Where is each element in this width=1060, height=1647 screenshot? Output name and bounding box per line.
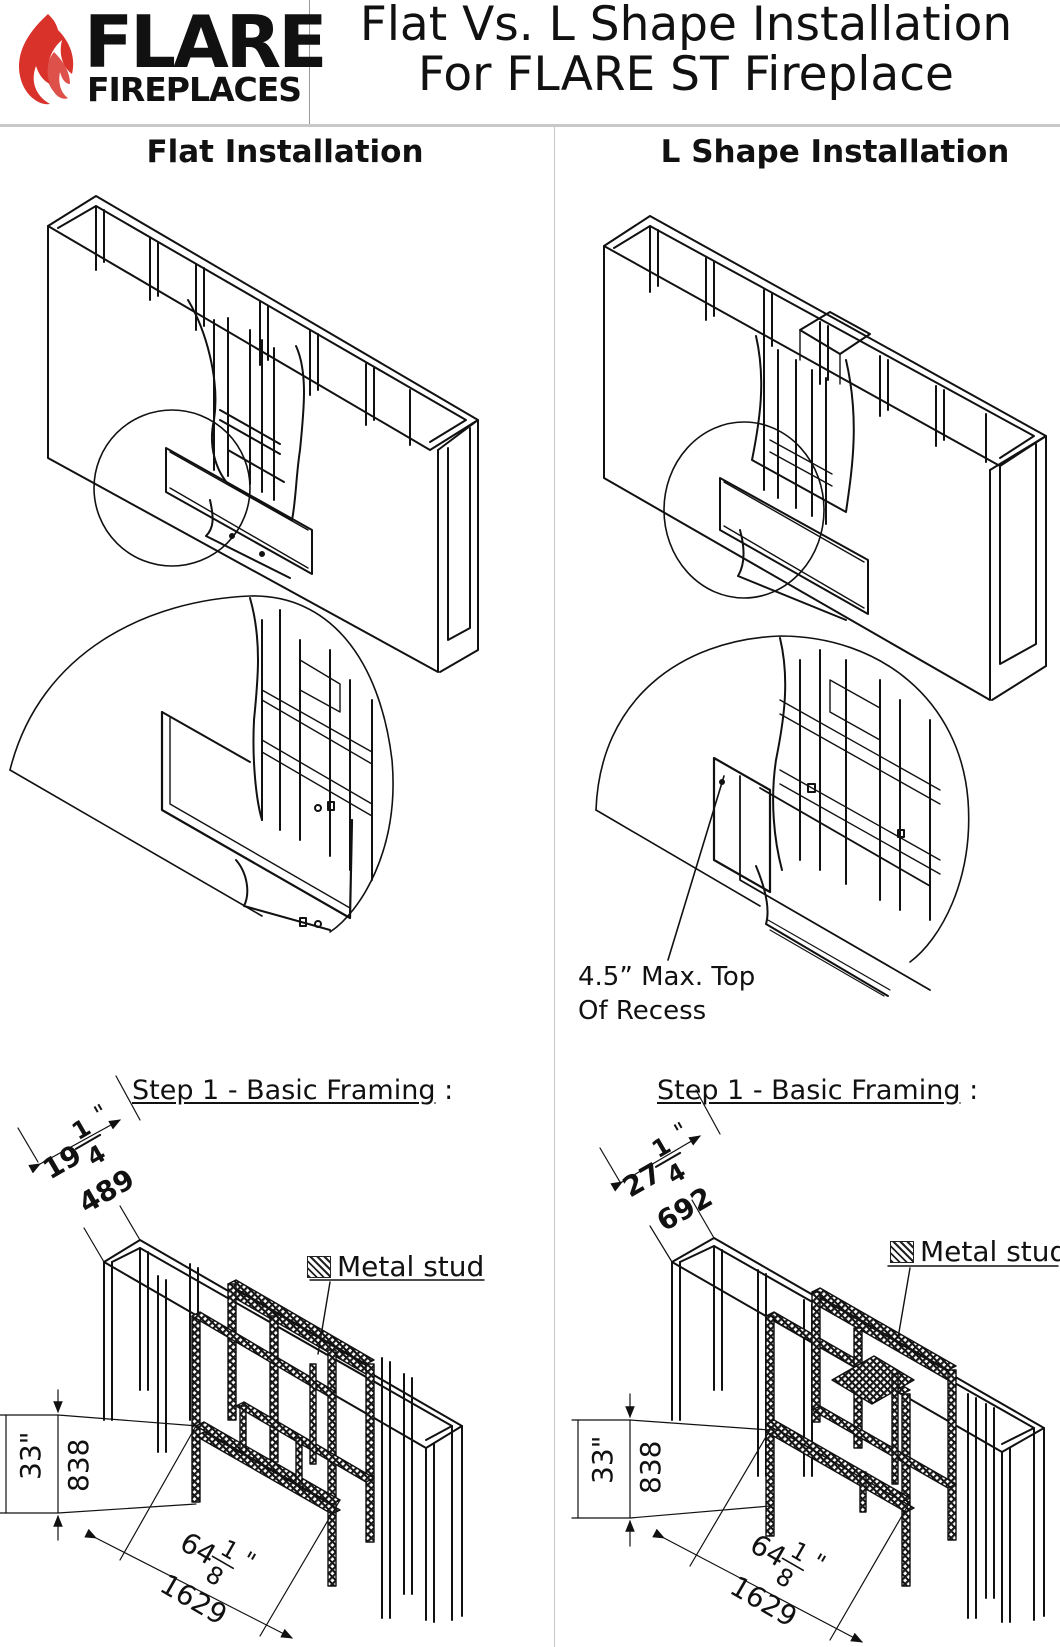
- l-shape-step-suffix: :: [960, 1075, 979, 1106]
- recess-note-line-2: Of Recess: [578, 996, 707, 1026]
- flat-depth-mm: 489: [73, 1162, 140, 1220]
- header-divider: [0, 124, 1060, 127]
- l-shape-step-label: Step 1 - Basic Framing :: [657, 1075, 978, 1106]
- flat-metal-stud-label: Metal stud: [307, 1250, 484, 1283]
- logo-wordmark: FLARE: [84, 0, 327, 84]
- l-height-mm: 838: [634, 1441, 667, 1494]
- l-width-inch-unit: ": [807, 1548, 831, 1578]
- header-bar: FLARE FIREPLACES Flat Vs. L Shape Instal…: [0, 0, 1060, 127]
- l-depth-mm: 692: [651, 1180, 718, 1238]
- l-shape-metal-stud-label: Metal stud: [890, 1235, 1060, 1268]
- l-shape-installation-heading: L Shape Installation: [660, 134, 1010, 170]
- flat-installation-heading: Flat Installation: [146, 134, 424, 170]
- flat-height-inch: 33": [14, 1431, 47, 1480]
- l-shape-framing-diagram: [571, 1089, 1059, 1643]
- flame-logo-icon: [19, 14, 74, 105]
- l-depth-inch-unit: ": [669, 1117, 693, 1147]
- l-shape-metal-stud-text: Metal stud: [920, 1235, 1060, 1268]
- page-title-line-2: For FLARE ST Fireplace: [418, 47, 954, 102]
- flat-dimension-labels: 19 1 4 " 489 33" 838 64 1 8 " 1629: [14, 1099, 260, 1632]
- flat-height-mm: 838: [62, 1439, 95, 1492]
- flat-width-inch-unit: ": [237, 1546, 261, 1576]
- page-title: Flat Vs. L Shape Installation For FLARE …: [312, 0, 1060, 100]
- flat-framing-diagram: [0, 1075, 485, 1639]
- logo: FLARE FIREPLACES: [0, 0, 327, 125]
- flat-metal-stud-text: Metal stud: [337, 1250, 485, 1283]
- hatch-swatch-icon: [890, 1241, 914, 1263]
- recess-note-line-1: 4.5” Max. Top: [578, 962, 756, 992]
- l-shape-wall-view: [595, 215, 1047, 997]
- column-divider: [554, 127, 555, 1647]
- l-height-inch: 33": [586, 1435, 619, 1484]
- l-shape-step-text: Step 1 - Basic Framing: [657, 1075, 961, 1106]
- logo-subtitle: FIREPLACES: [87, 70, 302, 109]
- flat-step-text: Step 1 - Basic Framing: [132, 1075, 436, 1106]
- flat-step-suffix: :: [435, 1075, 454, 1106]
- recess-note: 4.5” Max. Top Of Recess: [578, 960, 755, 1028]
- page-title-line-1: Flat Vs. L Shape Installation: [359, 0, 1013, 52]
- flat-wall-view: [9, 195, 479, 933]
- flat-depth-inch-unit: ": [89, 1099, 113, 1129]
- flat-step-label: Step 1 - Basic Framing :: [132, 1075, 453, 1106]
- l-shape-dimension-labels: 27 1 4 " 692 33" 838 64 1 8 " 1629: [586, 1117, 830, 1634]
- hatch-swatch-icon: [307, 1256, 331, 1278]
